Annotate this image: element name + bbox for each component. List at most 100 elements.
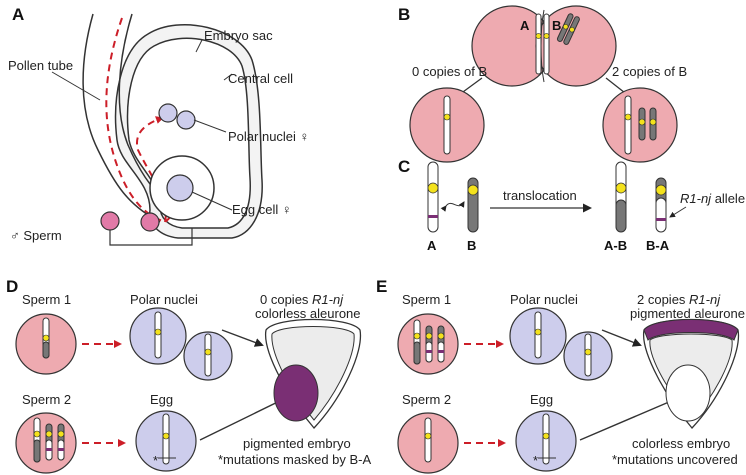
polar-nuclei-label: Polar nuclei (510, 292, 578, 307)
translocation-label: translocation (503, 188, 577, 203)
embryo-sac-leader (195, 39, 203, 53)
centromere (562, 24, 569, 30)
centromere (427, 182, 439, 194)
centromere (649, 118, 657, 126)
panel-b-letter: B (398, 5, 410, 24)
r1-band (438, 350, 444, 353)
r1-band (656, 218, 666, 221)
embryo-colorless (665, 364, 711, 422)
sperm-cell-2 (140, 212, 160, 232)
embryo-sac-label: Embryo sac (204, 28, 273, 43)
central-cell-label: Central cell (228, 71, 293, 86)
chrom-a (424, 417, 432, 463)
centromere (443, 113, 451, 121)
egg-nucleus (166, 174, 194, 202)
two-copies-label: 2 copies of B (612, 64, 687, 79)
centromere (615, 182, 627, 194)
centromere (467, 184, 479, 196)
endosperm-line2: colorless aleurone (255, 306, 361, 321)
centromere (437, 332, 445, 340)
chrom-a (624, 95, 632, 155)
endosperm-line1: 0 copies R1-nj (260, 292, 344, 307)
panel-e-letter: E (376, 277, 387, 296)
embryo-line1: colorless embryo (632, 436, 730, 451)
endosperm-line1: 2 copies R1-nj (637, 292, 721, 307)
embryo-pigmented (273, 364, 319, 422)
panel-a: A Embryo sac Pollen tube Central cell Po… (8, 5, 309, 246)
chrom-a-right (543, 13, 550, 75)
centromere (33, 430, 41, 438)
centromere (655, 184, 667, 196)
centromere (624, 113, 632, 121)
pollen-tube-outer (82, 13, 161, 223)
centromere (154, 328, 162, 336)
centromere (413, 332, 421, 340)
r1-band (426, 350, 432, 353)
central-cell-leader (223, 73, 233, 81)
endosperm-line2: pigmented aleurone (630, 306, 745, 321)
embryo-line2: *mutations masked by B-A (218, 452, 372, 467)
egg-cell-leader (191, 191, 233, 211)
centromere (569, 26, 575, 33)
panel-a-letter: A (12, 5, 24, 24)
aleurone-pigmented (643, 319, 739, 341)
polar-nuclei-label: Polar nuclei (130, 292, 198, 307)
sperm2-label: Sperm 2 (22, 392, 71, 407)
pollen-tube-leader (51, 71, 101, 101)
chrom-ab-part (413, 341, 421, 365)
egg-label: Egg (150, 392, 173, 407)
allele-leader (669, 206, 687, 218)
zero-copies-label: 0 copies of B (412, 64, 487, 79)
sperm-bracket (109, 228, 193, 246)
centromere (543, 33, 550, 39)
panel-d-letter: D (6, 277, 18, 296)
centromere (542, 432, 550, 440)
panel-c-letter: C (398, 157, 410, 176)
chrom-b-label: B (467, 238, 476, 253)
chrom-a (443, 95, 451, 155)
mutation-asterisk: * (533, 453, 538, 468)
centromere (45, 430, 53, 438)
egg-cell-label: Egg cell ♀ (232, 202, 292, 217)
ba-label: B-A (646, 238, 670, 253)
chrom-a-label: A (520, 18, 530, 33)
sperm-cell-1 (100, 211, 120, 231)
chrom-a-left (535, 13, 542, 75)
chrom-b-group (556, 13, 580, 45)
r1-band (58, 448, 64, 451)
egg-label: Egg (530, 392, 553, 407)
polar-nuclei-leader (193, 119, 227, 133)
panel-d: D Sperm 1 Polar nuclei Sperm 2 Egg (6, 277, 372, 474)
sperm1-label: Sperm 1 (22, 292, 71, 307)
centromere (425, 332, 433, 340)
centromere (534, 328, 542, 336)
chrom-a (427, 161, 439, 233)
panel-b: B A B 0 copies of B 2 copies of B (398, 5, 687, 163)
panel-c: C A B translocation A-B B-A R1-nj allele (398, 157, 745, 253)
polar-nuclei-label: Polar nuclei ♀ (228, 129, 309, 144)
allele-label: R1-nj allele (680, 191, 745, 206)
mutation-asterisk: * (153, 453, 158, 468)
chrom-ba-bottom (655, 197, 667, 233)
r1-band (46, 448, 52, 451)
polar-nucleus-1 (158, 103, 178, 123)
panel-e: E Sperm 1 Polar nuclei Sperm 2 Egg (376, 277, 745, 474)
exchange-arrow (440, 201, 465, 212)
centromere (424, 432, 432, 440)
chrom-a-label: A (427, 238, 437, 253)
sperm-label: ♂ Sperm (10, 228, 62, 243)
centromere (584, 348, 592, 356)
chrom-b-label: B (552, 18, 561, 33)
polar-nucleus-2 (176, 110, 196, 130)
r1-band (428, 215, 438, 218)
embryo-line2: *mutations uncovered (612, 452, 738, 467)
sperm2-label: Sperm 2 (402, 392, 451, 407)
sperm1-label: Sperm 1 (402, 292, 451, 307)
chrom-ab-bottom (615, 199, 627, 233)
embryo-line1: pigmented embryo (243, 436, 351, 451)
chrom-ab-part (33, 439, 41, 463)
centromere (162, 432, 170, 440)
centromere (57, 430, 65, 438)
centromere (204, 348, 212, 356)
